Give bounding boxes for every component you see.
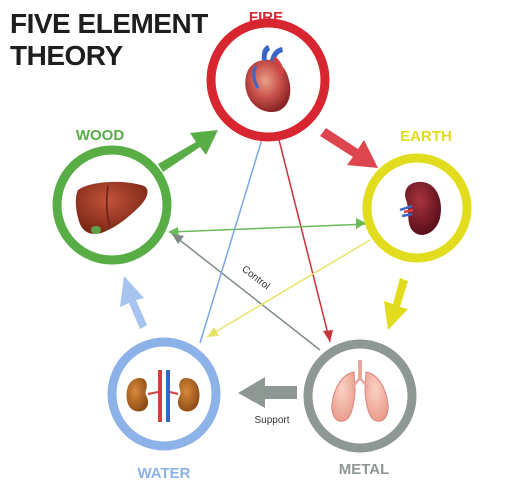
metal-label: METAL <box>339 461 390 478</box>
wood-label: WOOD <box>76 127 124 144</box>
element-earth <box>362 153 472 263</box>
spleen-icon <box>399 181 442 235</box>
control-arrowhead-earth-wood <box>356 218 366 229</box>
metal-circle <box>303 339 417 453</box>
support-cycle-arrows <box>120 128 408 408</box>
control-label: Control <box>239 264 271 293</box>
element-wood <box>52 145 172 265</box>
support-arrow-wood-fire <box>158 130 218 172</box>
fire-label: FIRE <box>249 9 283 26</box>
earth-label: EARTH <box>400 128 452 145</box>
control-line-fire-metal <box>274 123 331 343</box>
control-line-metal-wood <box>171 233 321 351</box>
control-arrowhead-earth-water <box>207 327 219 337</box>
control-arrowhead-metal-wood <box>172 234 184 244</box>
lungs-icon <box>331 360 389 422</box>
support-arrow-metal-water <box>238 377 297 408</box>
control-cycle-lines <box>168 123 371 351</box>
support-label: Support <box>254 415 289 426</box>
control-arrowhead-fire-metal <box>323 330 333 342</box>
support-arrow-earth-metal <box>384 278 408 330</box>
element-metal <box>303 339 417 453</box>
title-line-2: THEORY <box>10 40 123 71</box>
water-circle <box>107 337 221 451</box>
control-line-earth-wood <box>169 223 369 233</box>
kidneys-icon <box>126 370 200 422</box>
heart-icon <box>245 45 291 113</box>
liver-icon <box>75 181 148 234</box>
control-line-earth-water <box>206 239 371 338</box>
element-fire <box>206 18 330 142</box>
water-label: WATER <box>137 465 190 482</box>
control-line-water-fire <box>199 125 267 344</box>
title-line-1: FIVE ELEMENT <box>10 8 208 39</box>
support-arrow-fire-earth <box>320 128 378 168</box>
element-water <box>107 337 221 451</box>
support-arrow-water-wood <box>120 276 147 329</box>
